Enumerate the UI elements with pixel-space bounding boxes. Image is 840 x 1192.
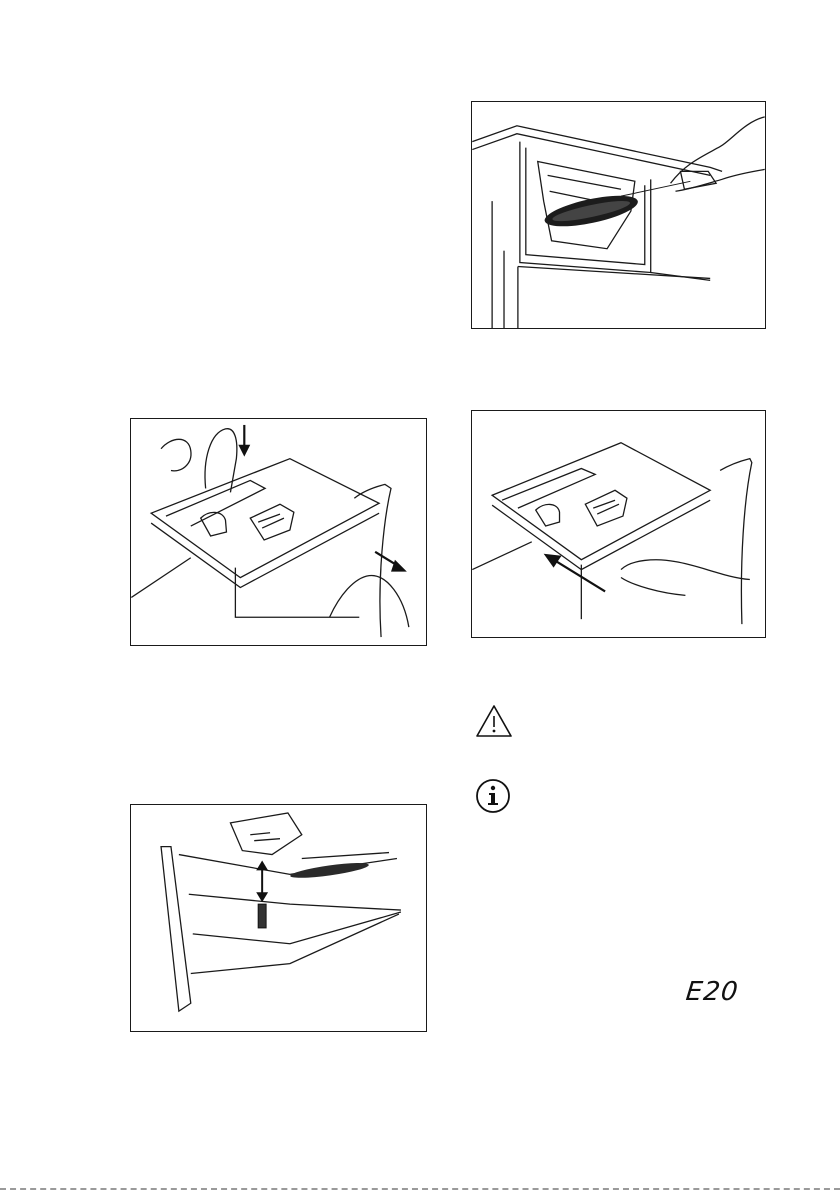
siphon-removal-illustration xyxy=(130,804,427,1032)
dispenser-reinsert-drawing xyxy=(472,411,765,637)
page-footer-divider xyxy=(0,1188,840,1190)
dispenser-reinsert-illustration xyxy=(471,410,766,638)
brush-bristles xyxy=(542,190,640,233)
warning-triangle-icon xyxy=(475,704,513,738)
error-code-display: E20 xyxy=(684,977,740,1007)
info-circle-icon xyxy=(475,778,511,814)
dispenser-cleaning-brush-drawing xyxy=(472,102,765,328)
dispenser-cleaning-brush-illustration xyxy=(471,101,766,329)
dispenser-release-lever-drawing xyxy=(131,419,426,645)
siphon-filter-bristles xyxy=(290,860,370,881)
siphon-removal-drawing xyxy=(131,805,426,1031)
dispenser-release-lever-illustration xyxy=(130,418,427,646)
arrow-back xyxy=(554,560,606,592)
